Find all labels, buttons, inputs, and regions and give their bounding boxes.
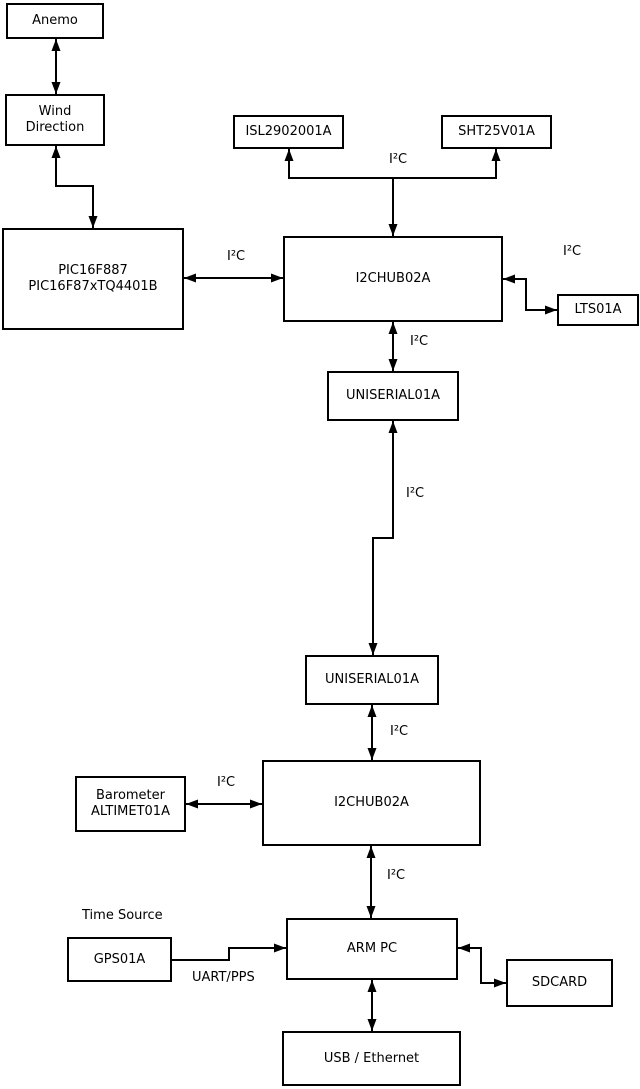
node-uniserial01a-lower: UNISERIAL01A: [305, 655, 439, 705]
edge-uniserial1-uniserial2: [368, 421, 398, 655]
node-lts01a-label: LTS01A: [574, 302, 622, 317]
node-gps01a-label: GPS01A: [93, 951, 146, 967]
label-i2c-uniserial-hub2: I²C: [390, 724, 409, 739]
label-i2c-barometer-hub2: I²C: [217, 775, 236, 790]
node-i2chub02a-lower-label: I2CHUB02A: [334, 795, 409, 810]
node-barometer-line2: ALTIMET01A: [91, 804, 170, 819]
label-time-source: Time Source: [82, 908, 163, 923]
node-i2chub02a-upper-label: I2CHUB02A: [355, 271, 431, 286]
node-gps01a: GPS01A: [67, 937, 172, 982]
label-i2c-pic-hub1: I²C: [227, 249, 246, 264]
label-i2c-hub2-armpc: I²C: [387, 868, 406, 883]
node-pic-microcontroller: PIC16F887 PIC16F87xTQ4401B: [2, 228, 184, 330]
node-barometer-altimet01a: Barometer ALTIMET01A: [75, 776, 186, 832]
node-wind-direction-line2: Direction: [25, 120, 85, 135]
node-pic-line2: PIC16F87xTQ4401B: [28, 279, 158, 294]
node-barometer-line1: Barometer: [96, 788, 165, 803]
node-arm-pc: ARM PC: [286, 918, 458, 980]
label-i2c-uniserial-link: I²C: [406, 486, 425, 501]
edge-hub1-lts: [503, 274, 557, 315]
node-pic-line1: PIC16F887: [58, 263, 128, 278]
node-uniserial01a-lower-label: UNISERIAL01A: [325, 672, 419, 687]
node-uniserial01a-upper: UNISERIAL01A: [327, 371, 459, 421]
node-isl2902001a: ISL2902001A: [233, 115, 344, 149]
node-usb-ethernet-label: USB / Ethernet: [323, 1050, 420, 1066]
node-anemo-label: Anemo: [32, 13, 78, 28]
label-i2c-hub1-uniserial: I²C: [410, 334, 429, 349]
edge-wind-pic: [51, 146, 98, 228]
node-i2chub02a-lower: I2CHUB02A: [262, 760, 481, 846]
node-sdcard-label: SDCARD: [531, 975, 588, 990]
node-sht25v01a-label: SHT25V01A: [458, 124, 535, 139]
node-sdcard: SDCARD: [506, 959, 613, 1007]
node-wind-direction: Wind Direction: [5, 94, 105, 146]
edge-gps-armpc: [172, 943, 286, 961]
node-uniserial01a-upper-label: UNISERIAL01A: [346, 388, 440, 403]
label-i2c-sensors-top: I²C: [389, 152, 408, 167]
label-i2c-hub1-lts: I²C: [563, 244, 582, 259]
node-anemo: Anemo: [6, 3, 104, 39]
node-arm-pc-label: ARM PC: [346, 941, 398, 956]
node-sht25v01a: SHT25V01A: [441, 115, 552, 149]
node-usb-ethernet: USB / Ethernet: [282, 1031, 461, 1086]
edge-armpc-sdcard: [458, 943, 506, 988]
node-isl2902001a-label: ISL2902001A: [245, 124, 332, 139]
node-wind-direction-line1: Wind: [38, 104, 72, 119]
label-uart-pps: UART/PPS: [192, 970, 255, 985]
node-lts01a: LTS01A: [557, 294, 639, 326]
node-i2chub02a-upper: I2CHUB02A: [283, 236, 503, 322]
